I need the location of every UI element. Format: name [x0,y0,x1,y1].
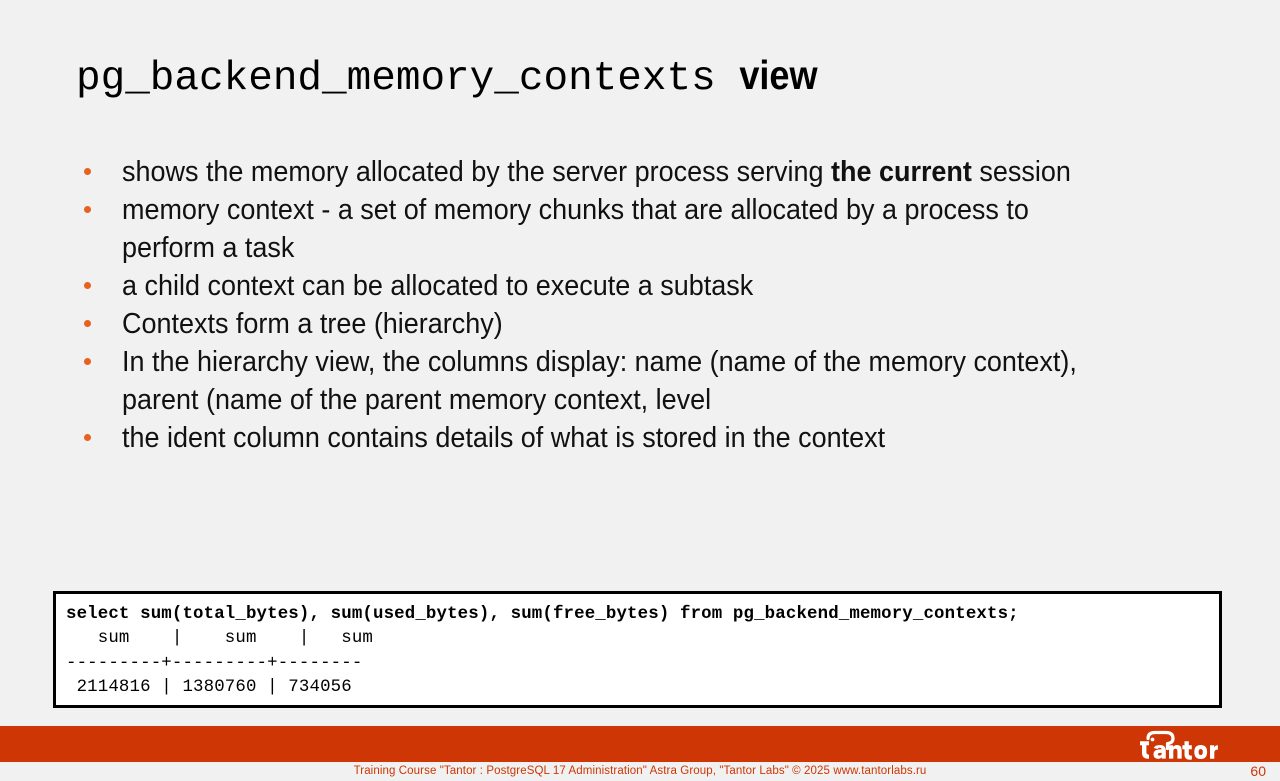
bullet-dot-icon [84,206,91,213]
footer-caption: Training Course "Tantor : PostgreSQL 17 … [353,765,927,777]
bullet-dot-icon [84,358,91,365]
list-item: In the hierarchy view, the columns displ… [84,343,1194,419]
tantor-logo [1136,728,1258,762]
sql-result-separator-row: ---------+---------+-------- [66,653,363,673]
sql-result-value-row: 2114816 | 1380760 | 734056 [66,678,352,698]
list-item: the ident column contains details of wha… [84,419,1194,457]
bullet-dot-icon [84,282,91,289]
list-item: shows the memory allocated by the server… [84,153,1194,191]
page-title-object-name: pg_backend_memory_contexts [76,56,716,102]
sql-query-line: select sum(total_bytes), sum(used_bytes)… [66,605,1019,624]
list-item-text-lead: shows the memory allocated by the server… [122,156,832,188]
sql-code-content: select sum(total_bytes), sum(used_bytes)… [56,594,1219,701]
bullet-list: shows the memory allocated by the server… [84,153,1194,457]
list-item-text: memory context - a set of memory chunks … [122,194,1029,264]
list-item-text-emphasis: the current [831,156,972,188]
list-item: memory context - a set of memory chunks … [84,191,1194,267]
sql-code-box: select sum(total_bytes), sum(used_bytes)… [53,591,1222,708]
list-item-text: the ident column contains details of wha… [122,422,886,454]
list-item: a child context can be allocated to exec… [84,267,1194,305]
page-title: pg_backend_memory_contexts view [76,52,823,102]
bullet-dot-icon [84,434,91,441]
bullet-dot-icon [84,168,91,175]
page-number: 60 [1250,763,1266,779]
list-item-text: In the hierarchy view, the columns displ… [122,346,1077,416]
list-item-text: a child context can be allocated to exec… [122,270,754,302]
page-title-suffix: view [739,52,818,98]
list-item-text-tail: session [971,156,1071,188]
tantor-logo-eye [1150,737,1155,742]
tantor-logo-mark [1146,730,1175,751]
sql-result-header-row: sum | sum | sum [66,629,373,649]
footer-bar [0,726,1280,762]
list-item: Contexts form a tree (hierarchy) [84,305,1194,343]
list-item-text: shows the memory allocated by the server… [122,153,1119,191]
list-item-text: Contexts form a tree (hierarchy) [122,308,503,340]
tantor-logo-wordmark [1140,741,1218,760]
bullet-dot-icon [84,320,91,327]
